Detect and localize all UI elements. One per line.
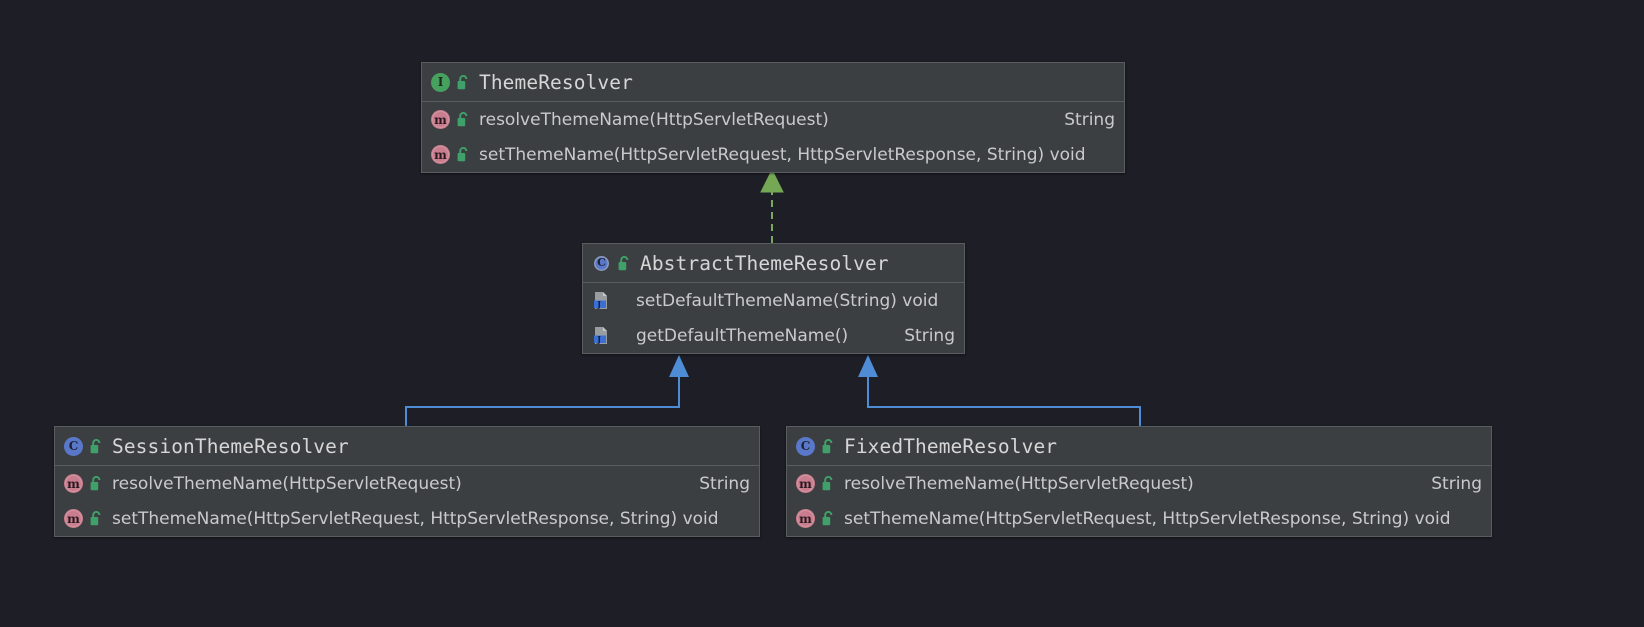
edge-generalization-fixed-to-abstract [858,355,1141,426]
method-icon: m [796,509,815,528]
public-unlocked-icon [618,255,631,271]
class-icon: C [592,253,611,273]
member-signature: resolveThemeName(HttpServletRequest) [112,473,462,494]
member-signature: resolveThemeName(HttpServletRequest) [479,109,829,130]
method-icon: m [796,474,815,493]
public-unlocked-icon [822,511,835,526]
uml-node-abstractthemeresolver[interactable]: C AbstractThemeResolver J [582,243,965,354]
uml-node-header[interactable]: C SessionThemeResolver [55,427,759,466]
uml-member-row[interactable]: m resolveThemeName(HttpServletRequest) S… [422,102,1124,137]
uml-node-header[interactable]: C FixedThemeResolver [787,427,1491,466]
class-icon: C [796,436,815,456]
member-return-type: String [699,473,750,494]
uml-member-row[interactable]: m setThemeName(HttpServletRequest, HttpS… [787,501,1491,536]
svg-text:J: J [596,299,601,309]
svg-text:J: J [596,334,601,344]
member-signature: setDefaultThemeName(String) void [636,290,939,311]
member-signature: setThemeName(HttpServletRequest, HttpSer… [479,144,1086,165]
uml-node-title: SessionThemeResolver [112,434,349,458]
uml-members: m resolveThemeName(HttpServletRequest) S… [422,102,1124,172]
uml-member-row[interactable]: m resolveThemeName(HttpServletRequest) S… [787,466,1491,501]
public-unlocked-icon [90,438,103,454]
uml-member-row[interactable]: J getDefaultThemeName() String [583,318,964,353]
class-icon: C [64,436,83,456]
java-file-icon: J [592,291,611,310]
public-unlocked-icon [90,511,103,526]
member-return-type: String [1431,473,1482,494]
member-return-type: String [904,325,955,346]
public-unlocked-icon [457,147,470,162]
public-unlocked-icon [90,476,103,491]
public-unlocked-icon [822,476,835,491]
uml-members: J setDefaultThemeName(String) void J get… [583,283,964,353]
uml-node-header[interactable]: C AbstractThemeResolver [583,244,964,283]
member-signature: setThemeName(HttpServletRequest, HttpSer… [112,508,719,529]
uml-member-row[interactable]: J setDefaultThemeName(String) void [583,283,964,318]
method-icon: m [431,110,450,129]
interface-icon: I [431,72,450,92]
uml-node-fixedthemeresolver[interactable]: C FixedThemeResolver m resolveThem [786,426,1492,537]
java-file-icon: J [592,326,611,345]
method-icon: m [64,509,83,528]
method-icon: m [431,145,450,164]
uml-member-row[interactable]: m resolveThemeName(HttpServletRequest) S… [55,466,759,501]
member-signature: resolveThemeName(HttpServletRequest) [844,473,1194,494]
member-signature: getDefaultThemeName() [636,325,849,346]
public-unlocked-icon [457,74,470,90]
uml-node-title: AbstractThemeResolver [640,251,889,275]
edge-generalization-session-to-abstract [405,355,689,426]
public-unlocked-icon [822,438,835,454]
uml-members: m resolveThemeName(HttpServletRequest) S… [55,466,759,536]
public-unlocked-icon [457,112,470,127]
member-signature: setThemeName(HttpServletRequest, HttpSer… [844,508,1451,529]
uml-node-themeresolver[interactable]: I ThemeResolver m resolveThemeName [421,62,1125,173]
uml-node-title: FixedThemeResolver [844,434,1058,458]
member-return-type: String [1064,109,1115,130]
edge-realization-abstract-to-interface [760,168,784,243]
uml-member-row[interactable]: m setThemeName(HttpServletRequest, HttpS… [55,501,759,536]
uml-node-title: ThemeResolver [479,70,633,94]
uml-members: m resolveThemeName(HttpServletRequest) S… [787,466,1491,536]
uml-node-header[interactable]: I ThemeResolver [422,63,1124,102]
method-icon: m [64,474,83,493]
uml-node-sessionthemeresolver[interactable]: C SessionThemeResolver m resolveTh [54,426,760,537]
uml-member-row[interactable]: m setThemeName(HttpServletRequest, HttpS… [422,137,1124,172]
